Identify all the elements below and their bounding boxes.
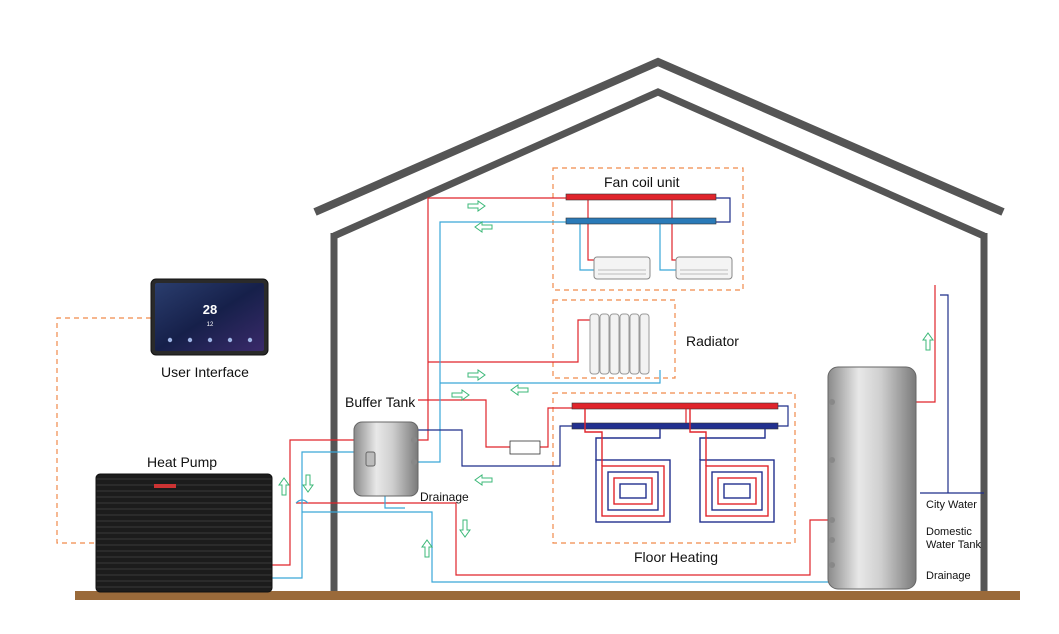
darkblue-fancoil-bridge bbox=[715, 197, 731, 223]
fan-coil-unit-label: Fan coil unit bbox=[604, 174, 680, 190]
radiator-box bbox=[552, 299, 676, 379]
buffer-tank-label: Buffer Tank bbox=[345, 394, 416, 410]
darkblue-floor-bridge bbox=[778, 405, 789, 427]
hot-pipe-heatpump bbox=[272, 439, 355, 566]
hot-pipe-fancoil-drop bbox=[587, 198, 595, 261]
floor-heating-label: Floor Heating bbox=[634, 549, 719, 565]
hot-pipe-radiator bbox=[428, 319, 590, 363]
floor-coil-2 bbox=[689, 409, 775, 523]
fan-coil-unit-2 bbox=[675, 256, 733, 280]
floor-hot-header bbox=[571, 402, 779, 410]
radiator-label: Radiator bbox=[686, 333, 739, 349]
city-water-label: City Water bbox=[926, 499, 977, 511]
hot-outlet-tank bbox=[915, 285, 936, 403]
heat-pump-label: Heat Pump bbox=[147, 454, 218, 470]
flow-arrows bbox=[278, 200, 934, 558]
user-interface-device: 28 12 bbox=[150, 278, 269, 356]
radiator bbox=[589, 313, 650, 375]
cold-drain-buffer bbox=[384, 496, 405, 509]
cold-pipe-fancoil-drop2 bbox=[659, 222, 677, 271]
fan-coil-unit-1 bbox=[593, 256, 651, 280]
fancoil-cold-header bbox=[565, 217, 717, 225]
floor-heating-box bbox=[552, 392, 796, 544]
user-interface-label: User Interface bbox=[161, 364, 249, 380]
buffer-tank bbox=[353, 421, 419, 497]
house-outline bbox=[313, 57, 1005, 591]
cold-pipe-radiator bbox=[440, 370, 661, 384]
mixing-valve bbox=[509, 440, 541, 455]
controller-link bbox=[56, 317, 151, 544]
cold-pipe-hp-return bbox=[272, 451, 355, 579]
domestic-water-tank-label: Domestic Water Tank bbox=[926, 526, 982, 551]
fan-coil-box bbox=[552, 167, 744, 291]
screen-setvalue: 12 bbox=[207, 322, 214, 328]
hot-pipe-fancoil bbox=[418, 197, 568, 441]
domestic-water-tank bbox=[827, 366, 917, 590]
fancoil-hot-header bbox=[565, 193, 717, 201]
buffer-drainage-label: Drainage bbox=[420, 490, 469, 504]
cold-pipe-fancoil-drop bbox=[579, 222, 595, 271]
darkblue-floor-return bbox=[418, 425, 572, 467]
floor-cold-header bbox=[571, 422, 779, 430]
hot-pipe-floor bbox=[418, 399, 510, 448]
hot-pipe-dhw bbox=[296, 502, 830, 576]
screen-temperature: 28 bbox=[203, 302, 217, 317]
ground bbox=[75, 591, 1020, 600]
heat-pump-unit bbox=[95, 473, 273, 593]
hot-pipe-fancoil-drop2 bbox=[671, 198, 677, 261]
darkblue-citywater-riser bbox=[940, 294, 949, 493]
cold-pipe-fancoil bbox=[418, 221, 568, 463]
tank-drainage-label: Drainage bbox=[926, 570, 971, 582]
hot-pipe-floor2 bbox=[540, 407, 572, 448]
floor-coil-1 bbox=[584, 409, 671, 523]
